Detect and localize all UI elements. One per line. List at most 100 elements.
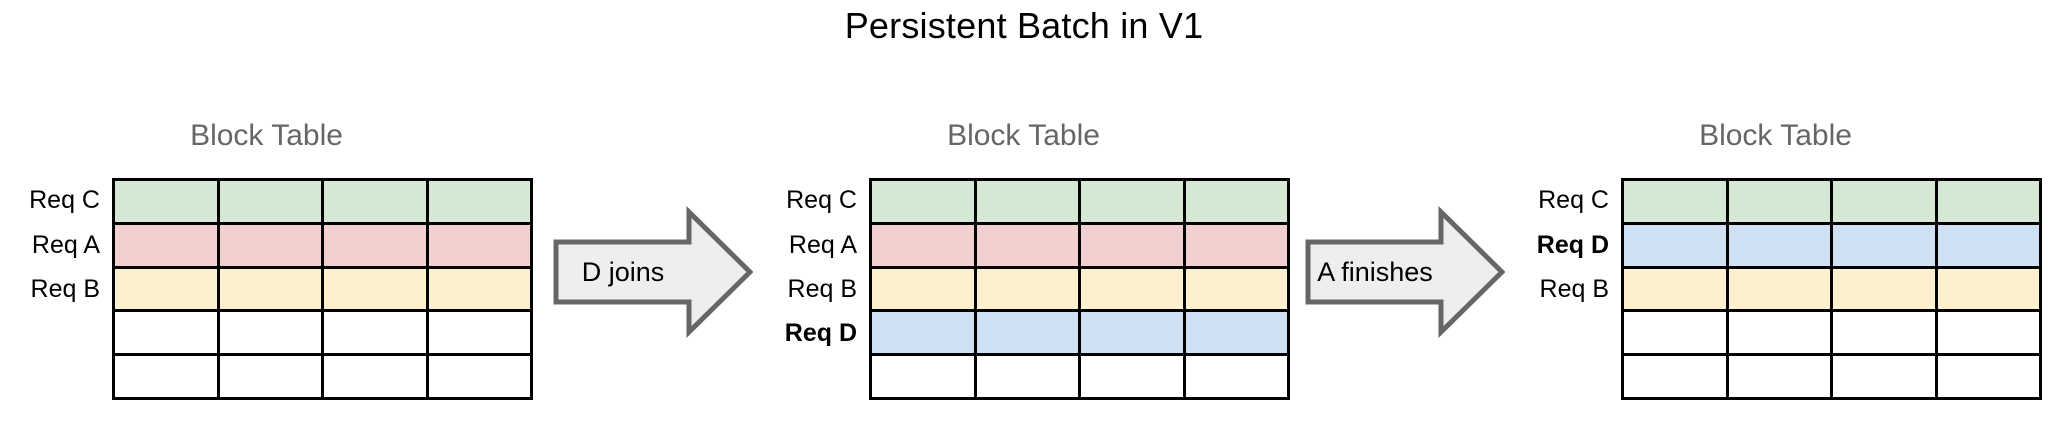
transition-arrow-a-finishes: A finishes: [1305, 0, 1505, 421]
block-table-cell: [872, 312, 977, 354]
block-table-cell: [1833, 312, 1938, 354]
block-table-cell: [1624, 312, 1729, 354]
row-label: [0, 311, 112, 355]
transition-label: A finishes: [1317, 257, 1433, 287]
block-table-cell: [115, 268, 220, 310]
block-table-cell: [324, 356, 429, 397]
block-table-cell: [115, 356, 220, 397]
stage-initial: Block Table Req C Req A Req B: [0, 0, 533, 421]
row-label: [1509, 356, 1621, 400]
row-label: Req B: [1539, 274, 1609, 303]
arrow-right-icon: [1305, 206, 1505, 338]
block-table-row: [872, 268, 1287, 313]
block-table-cell: [1624, 181, 1729, 222]
block-table-cell: [428, 181, 530, 222]
block-table-cell: [1185, 181, 1287, 222]
block-table-cell: [1081, 224, 1186, 266]
stage-after-d-joins: Block Table Req C Req A Req B Req D: [757, 0, 1290, 421]
block-table-cell: [976, 181, 1081, 222]
row-label-column: Req C Req A Req B: [0, 178, 112, 400]
block-table-cell: [1081, 181, 1186, 222]
row-label: [757, 356, 869, 400]
block-table-cell: [872, 356, 977, 397]
block-table-cell: [428, 312, 530, 354]
block-table-cell: [324, 181, 429, 222]
block-table-cell: [1728, 356, 1833, 397]
row-label: Req C: [1538, 186, 1609, 215]
block-table-row: [1624, 224, 2039, 269]
block-table-cell: [1624, 268, 1729, 310]
block-table-cell: [324, 224, 429, 266]
block-table: [1621, 178, 2042, 400]
block-table-cell: [1833, 268, 1938, 310]
block-table-heading: Block Table: [190, 119, 343, 152]
block-table-cell: [219, 181, 324, 222]
block-table-cell: [1833, 356, 1938, 397]
row-label: Req B: [30, 274, 100, 303]
block-table-cell: [1185, 356, 1287, 397]
transition-label: D joins: [581, 257, 665, 287]
page-title: Persistent Batch in V1: [844, 5, 1204, 46]
block-table-cell: [428, 224, 530, 266]
block-table-cell: [976, 224, 1081, 266]
stage-after-a-finishes: Block Table Req C Req D Req B: [1509, 0, 2042, 421]
block-table-cell: [976, 312, 1081, 354]
block-table-row: [1624, 268, 2039, 313]
block-table-cell: [872, 268, 977, 310]
block-table-cell: [1185, 312, 1287, 354]
block-table-cell: [872, 181, 977, 222]
block-table-cell: [1185, 268, 1287, 310]
row-label: Req C: [786, 186, 857, 215]
block-table-cell: [324, 312, 429, 354]
block-table-row: [872, 181, 1287, 225]
block-table: [112, 178, 533, 400]
block-table-row: [115, 181, 530, 225]
block-table-cell: [1937, 356, 2039, 397]
transition-arrow-d-joins: D joins: [553, 0, 753, 421]
row-label: [0, 356, 112, 400]
block-table-row: [872, 224, 1287, 269]
block-table-cell: [1081, 268, 1186, 310]
block-table-cell: [1833, 181, 1938, 222]
block-table-heading: Block Table: [947, 119, 1100, 152]
block-table-cell: [1937, 312, 2039, 354]
row-label: Req A: [788, 230, 857, 259]
block-table-cell: [1081, 356, 1186, 397]
block-table-cell: [219, 312, 324, 354]
block-table-cell: [1937, 224, 2039, 266]
block-table-cell: [1728, 181, 1833, 222]
block-table-cell: [976, 356, 1081, 397]
block-table-cell: [1624, 356, 1729, 397]
block-table-cell: [219, 356, 324, 397]
row-label: Req B: [787, 274, 857, 303]
row-label-column: Req C Req D Req B: [1509, 178, 1621, 400]
block-table-cell: [115, 312, 220, 354]
block-table-cell: [1937, 268, 2039, 310]
block-table-cell: [1185, 224, 1287, 266]
block-table-cell: [1081, 312, 1186, 354]
block-table-cell: [324, 268, 429, 310]
block-table-cell: [872, 224, 977, 266]
block-table-cell: [1937, 181, 2039, 222]
block-table-cell: [1728, 312, 1833, 354]
block-table-row: [1624, 181, 2039, 225]
block-table-row: [115, 312, 530, 357]
row-label: Req D: [784, 319, 857, 348]
block-table-row: [1624, 356, 2039, 397]
block-table-cell: [115, 181, 220, 222]
block-table-cell: [428, 268, 530, 310]
block-table-cell: [428, 356, 530, 397]
row-label: [1509, 311, 1621, 355]
block-table-cell: [1833, 224, 1938, 266]
block-table-row: [115, 224, 530, 269]
block-table-cell: [1624, 224, 1729, 266]
block-table-cell: [219, 268, 324, 310]
block-table-cell: [115, 224, 220, 266]
row-label: Req D: [1536, 230, 1609, 259]
row-label-column: Req C Req A Req B Req D: [757, 178, 869, 400]
block-table-heading: Block Table: [1699, 119, 1852, 152]
block-table-row: [872, 356, 1287, 397]
block-table-row: [115, 356, 530, 397]
arrow-right-icon: [553, 206, 753, 338]
